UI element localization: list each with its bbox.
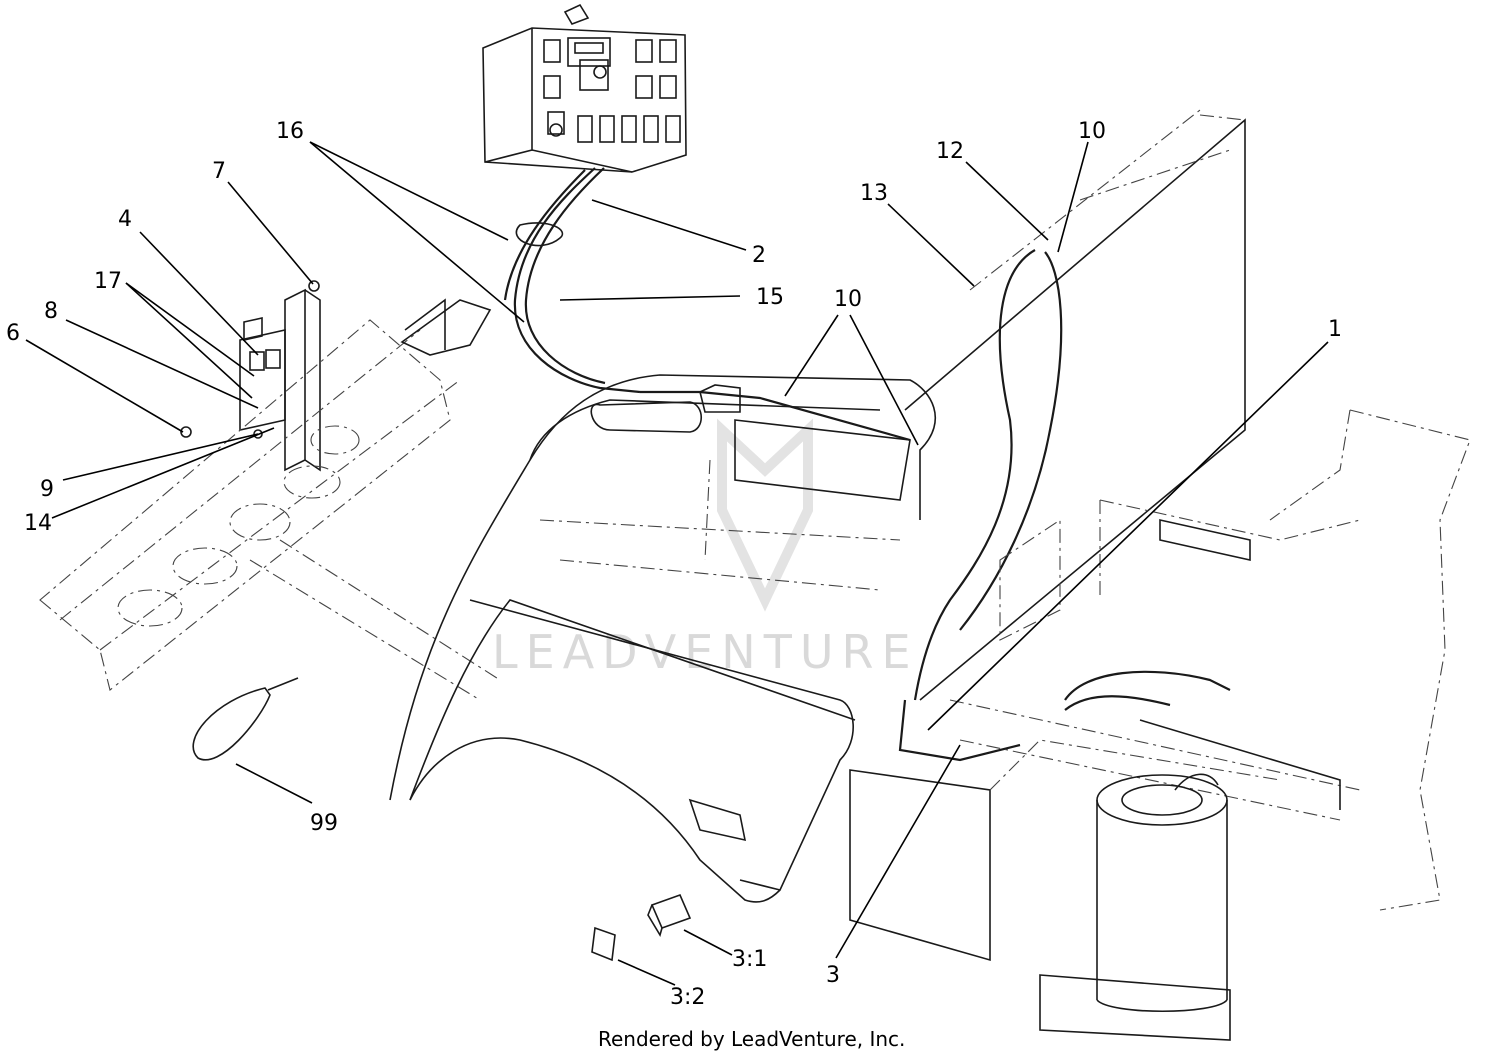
rendered-by-footer: Rendered by LeadVenture, Inc. <box>598 1027 905 1051</box>
seat-back-panel <box>904 109 1246 701</box>
callout-10-top: 10 <box>1078 119 1106 144</box>
left-bracket-assembly <box>180 280 321 472</box>
callouts: 1 2 3 3:1 3:2 4 6 7 8 9 10 10 12 13 14 1… <box>6 119 1342 1010</box>
callout-99: 99 <box>310 811 338 836</box>
callout-13: 13 <box>860 181 888 206</box>
callout-6: 6 <box>6 321 20 346</box>
callout-14: 14 <box>24 511 52 536</box>
callout-15: 15 <box>756 285 784 310</box>
callout-3: 3 <box>826 963 840 988</box>
cable-tie-part <box>192 677 299 761</box>
callout-2: 2 <box>752 243 766 268</box>
callout-3-2: 3:2 <box>670 985 705 1010</box>
watermark: LEADVENTURE <box>492 418 919 679</box>
motor-canister <box>1039 773 1231 1041</box>
callout-10-center: 10 <box>834 287 862 312</box>
leader-lines <box>25 141 1329 986</box>
right-chassis <box>849 409 1471 962</box>
watermark-text: LEADVENTURE <box>492 625 919 679</box>
callout-3-1: 3:1 <box>732 947 767 972</box>
fender-body <box>389 374 937 903</box>
callout-7: 7 <box>212 159 226 184</box>
left-frame-rail <box>39 298 501 701</box>
callout-17: 17 <box>94 269 122 294</box>
callout-12: 12 <box>936 139 964 164</box>
callout-8: 8 <box>44 299 58 324</box>
wire-harness <box>503 167 1231 762</box>
control-panel-box <box>482 3 687 173</box>
callout-4: 4 <box>118 207 132 232</box>
callout-16: 16 <box>276 119 304 144</box>
fuse-part <box>591 926 616 962</box>
relay-part <box>647 893 692 937</box>
callout-1: 1 <box>1328 317 1342 342</box>
callout-9: 9 <box>40 477 54 502</box>
